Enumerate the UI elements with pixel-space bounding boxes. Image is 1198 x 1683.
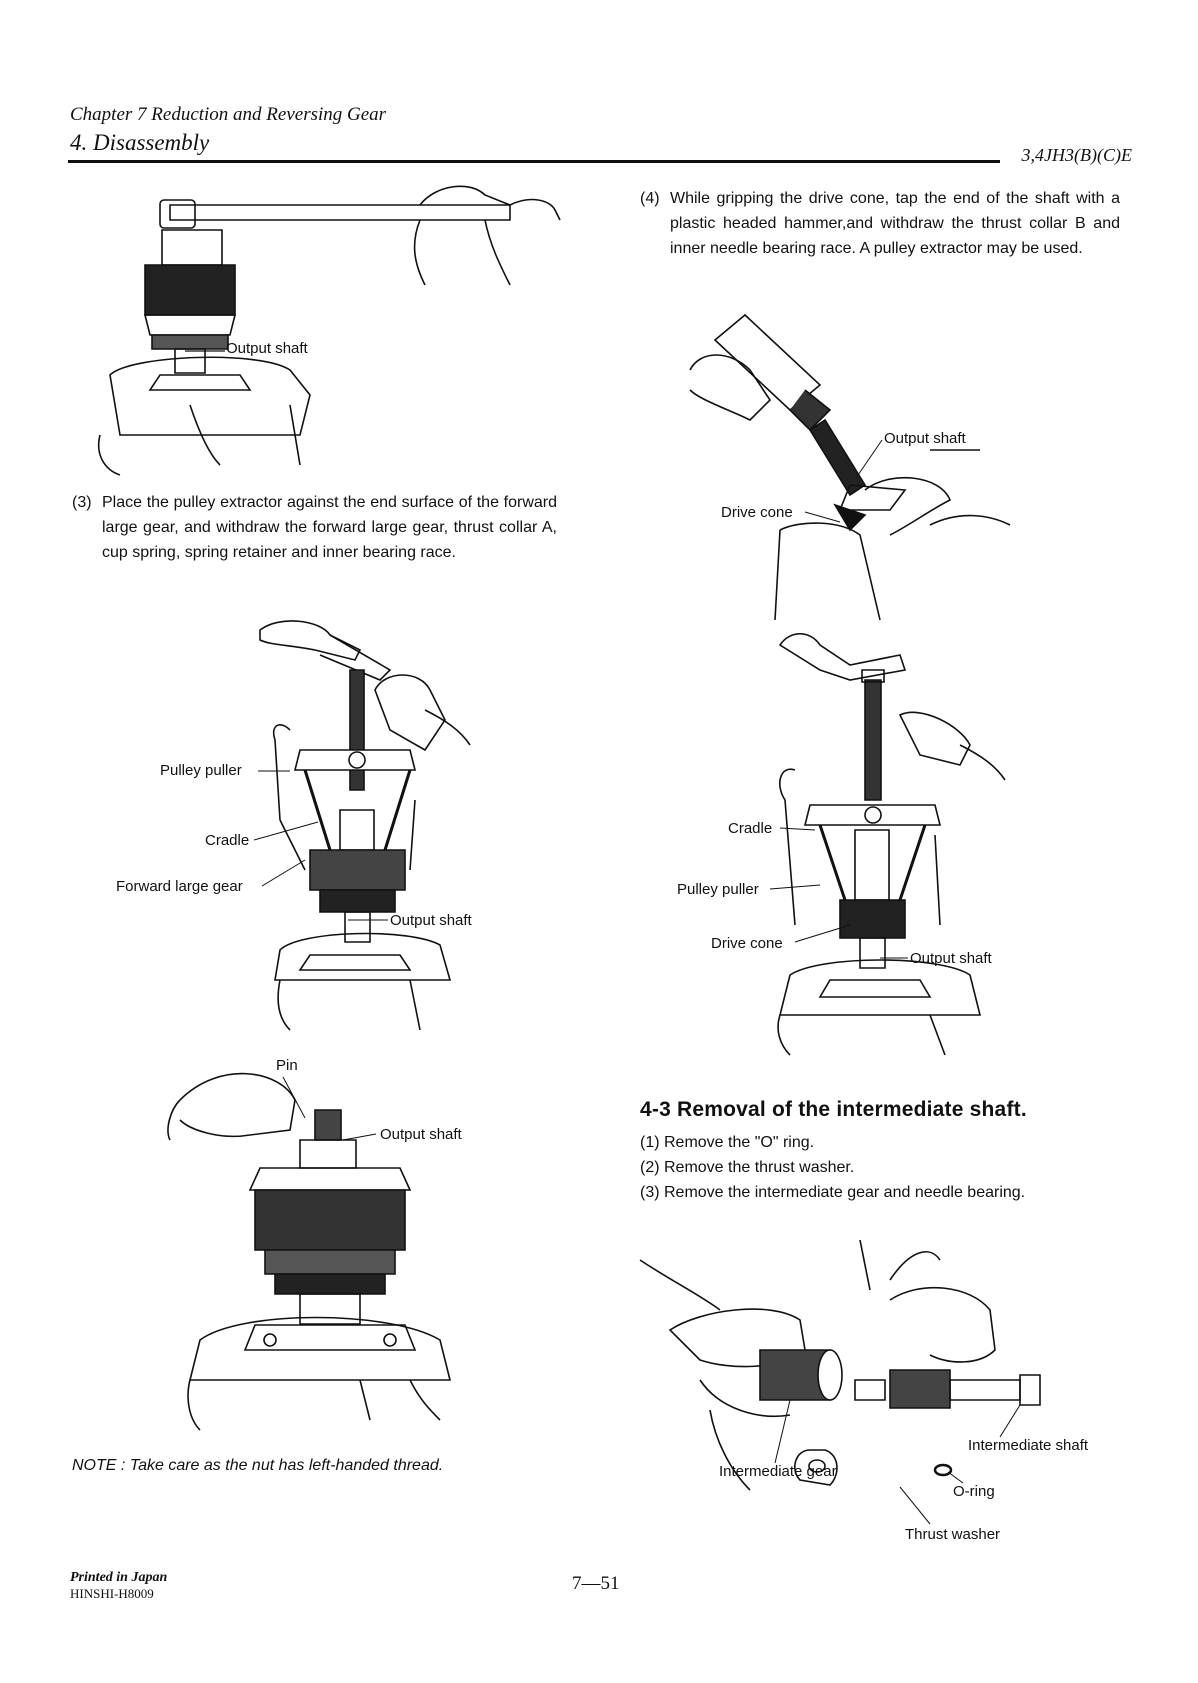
label-output-shaft: Output shaft bbox=[910, 950, 992, 967]
note-text: NOTE : Take care as the nut has left-han… bbox=[72, 1457, 444, 1474]
label-output-shaft: Output shaft bbox=[380, 1126, 462, 1143]
footer-printed: Printed in Japan bbox=[70, 1570, 168, 1585]
label-o-ring: O-ring bbox=[953, 1483, 995, 1500]
label-drive-cone: Drive cone bbox=[721, 504, 793, 521]
label-output-shaft: Output shaft bbox=[884, 430, 966, 447]
section-title: 4. Disassembly bbox=[70, 130, 210, 155]
footer-code: HINSHI-H8009 bbox=[70, 1586, 154, 1601]
removal-steps-list: (1) Remove the "O" ring. (2) Remove the … bbox=[640, 1130, 1025, 1205]
section-4-3-title: 4-3 Removal of the intermediate shaft. bbox=[640, 1098, 1027, 1121]
figure-pin-removal bbox=[160, 1040, 460, 1440]
step-number: (4) bbox=[640, 190, 660, 207]
step-3-paragraph: (3) Place the pulley extractor against th… bbox=[72, 490, 557, 565]
label-intermediate-shaft: Intermediate shaft bbox=[968, 1437, 1089, 1454]
page-number: 7—51 bbox=[572, 1573, 620, 1594]
model-code: 3,4JH3(B)(C)E bbox=[1021, 145, 1132, 165]
step-number: (3) bbox=[72, 494, 92, 511]
label-drive-cone: Drive cone bbox=[711, 935, 783, 952]
figure-pulley-puller-drive-cone bbox=[760, 625, 1020, 1055]
figure-hammer-tap bbox=[690, 310, 1020, 620]
label-output-shaft: Output shaft bbox=[390, 912, 472, 929]
label-forward-large-gear: Forward large gear bbox=[116, 878, 243, 895]
figure-intermediate-shaft-parts bbox=[640, 1240, 1100, 1530]
label-output-shaft: Output shaft bbox=[226, 340, 308, 357]
label-pin: Pin bbox=[276, 1057, 298, 1074]
list-item: (2) Remove the thrust washer. bbox=[640, 1159, 855, 1176]
label-pulley-puller: Pulley puller bbox=[677, 881, 759, 898]
leader-line bbox=[185, 350, 225, 354]
header-rule bbox=[68, 160, 1000, 163]
step-text: While gripping the drive cone, tap the e… bbox=[670, 190, 1120, 257]
label-intermediate-gear: Intermediate gear bbox=[719, 1463, 837, 1480]
step-text: Place the pulley extractor against the e… bbox=[102, 494, 557, 561]
label-cradle: Cradle bbox=[728, 820, 773, 837]
step-4-paragraph: (4) While gripping the drive cone, tap th… bbox=[640, 186, 1120, 261]
figure-wrench-output-shaft bbox=[90, 175, 570, 475]
figure-pulley-puller-forward-gear bbox=[260, 610, 480, 1030]
label-cradle: Cradle bbox=[205, 832, 250, 849]
list-item: (1) Remove the "O" ring. bbox=[640, 1134, 815, 1151]
chapter-title: Chapter 7 Reduction and Reversing Gear bbox=[70, 104, 387, 125]
label-pulley-puller: Pulley puller bbox=[160, 762, 242, 779]
list-item: (3) Remove the intermediate gear and nee… bbox=[640, 1184, 1026, 1201]
label-thrust-washer: Thrust washer bbox=[905, 1526, 1001, 1543]
